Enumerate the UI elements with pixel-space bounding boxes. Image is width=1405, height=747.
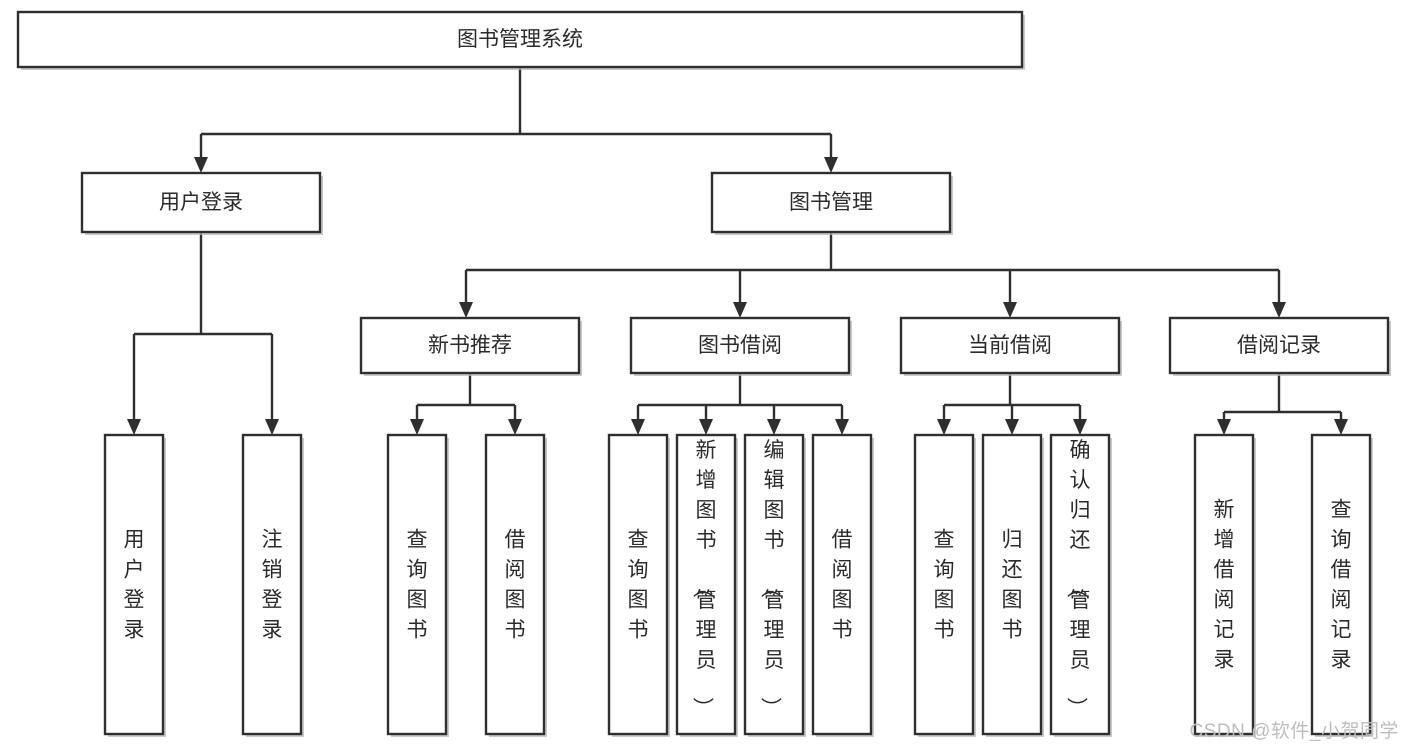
node-label: 图书管理系统 [457, 28, 583, 51]
edge-arrowhead [699, 419, 713, 435]
node-rect[interactable] [1049, 433, 1111, 736]
edge-arrowhead [824, 157, 838, 173]
node-label: 借阅记录 [1237, 334, 1321, 357]
node-label: 借阅图书 [505, 529, 526, 642]
edge-arrowhead [459, 302, 473, 318]
edge-arrowhead [127, 419, 141, 435]
node-leaf-新增借阅记录[interactable]: 新增借阅记录 [1193, 433, 1256, 737]
edge-arrowhead [265, 419, 279, 435]
edge-group [937, 373, 1087, 435]
node-rect[interactable] [1168, 316, 1390, 375]
node-level2-当前借阅[interactable]: 当前借阅 [899, 316, 1122, 376]
node-rect[interactable] [1193, 433, 1255, 736]
node-rect[interactable] [710, 171, 952, 234]
node-label: 用户登录 [124, 529, 145, 642]
node-label: 查询图书 [934, 529, 955, 642]
node-label: 新书推荐 [428, 334, 512, 357]
node-level2-新书推荐[interactable]: 新书推荐 [359, 316, 582, 376]
node-label: 查询借阅记录 [1331, 499, 1352, 672]
node-leaf-编辑图书管理员[interactable]: 编辑图书（管理员） [743, 433, 806, 737]
node-label: 查询图书 [407, 529, 428, 642]
node-rect[interactable] [241, 433, 303, 736]
node-rect[interactable] [103, 433, 165, 736]
node-rect[interactable] [743, 433, 805, 736]
node-level2-借阅记录[interactable]: 借阅记录 [1168, 316, 1391, 376]
node-label: 借阅图书 [832, 529, 853, 642]
node-rect[interactable] [1310, 433, 1372, 736]
edge-group [631, 373, 849, 435]
node-rect[interactable] [16, 10, 1024, 69]
node-leaf-确认归还管理员[interactable]: 确认归还（管理员） [1049, 433, 1112, 737]
node-label: 图书借阅 [698, 334, 782, 357]
node-rect[interactable] [386, 433, 448, 736]
edge-arrowhead [1217, 419, 1231, 435]
edges-layer [127, 67, 1348, 435]
edge-arrowhead [733, 302, 747, 318]
node-level1-用户登录[interactable]: 用户登录 [80, 171, 323, 235]
node-rect[interactable] [80, 171, 322, 234]
node-rect[interactable] [359, 316, 581, 375]
node-leaf-借阅图书[interactable]: 借阅图书 [484, 433, 547, 737]
node-label: 确认归还（管理员） [1065, 439, 1091, 718]
node-rect[interactable] [484, 433, 546, 736]
edge-arrowhead [1334, 419, 1348, 435]
node-root-图书管理系统[interactable]: 图书管理系统 [16, 10, 1025, 70]
node-label: 新增图书（管理员） [691, 439, 717, 718]
node-label: 用户登录 [159, 191, 243, 214]
node-label: 新增借阅记录 [1214, 499, 1235, 672]
edge-arrowhead [194, 157, 208, 173]
edge-arrowhead [1272, 302, 1286, 318]
watermark-label: CSDN @软件_小贺同学 [1189, 721, 1399, 742]
edge-arrowhead [410, 419, 424, 435]
node-rect[interactable] [675, 433, 737, 736]
node-leaf-查询借阅记录[interactable]: 查询借阅记录 [1310, 433, 1373, 737]
node-leaf-用户登录[interactable]: 用户登录 [103, 433, 166, 737]
node-level2-图书借阅[interactable]: 图书借阅 [629, 316, 852, 376]
edge-arrowhead [835, 419, 849, 435]
node-rect[interactable] [629, 316, 851, 375]
node-label: 归还图书 [1002, 529, 1023, 642]
node-rect[interactable] [981, 433, 1043, 736]
node-leaf-归还图书[interactable]: 归还图书 [981, 433, 1044, 737]
edge-arrowhead [631, 419, 645, 435]
node-label: 图书管理 [789, 191, 873, 214]
node-rect[interactable] [899, 316, 1121, 375]
nodes-layer: 图书管理系统用户登录图书管理新书推荐图书借阅当前借阅借阅记录用户登录注销登录查询… [16, 10, 1391, 737]
edge-arrowhead [1003, 302, 1017, 318]
node-leaf-查询图书[interactable]: 查询图书 [913, 433, 976, 737]
node-leaf-查询图书[interactable]: 查询图书 [607, 433, 670, 737]
edge-group [127, 232, 279, 435]
node-level1-图书管理[interactable]: 图书管理 [710, 171, 953, 235]
edge-arrowhead [1073, 419, 1087, 435]
edge-arrowhead [767, 419, 781, 435]
edge-arrowhead [508, 419, 522, 435]
edge-arrowhead [937, 419, 951, 435]
node-rect[interactable] [811, 433, 873, 736]
edge-group [1217, 373, 1348, 435]
node-rect[interactable] [607, 433, 669, 736]
edge-arrowhead [1005, 419, 1019, 435]
node-leaf-注销登录[interactable]: 注销登录 [241, 433, 304, 737]
node-label: 当前借阅 [968, 334, 1052, 357]
node-rect[interactable] [913, 433, 975, 736]
node-label: 注销登录 [262, 529, 283, 642]
node-leaf-新增图书管理员[interactable]: 新增图书（管理员） [675, 433, 738, 737]
node-leaf-借阅图书[interactable]: 借阅图书 [811, 433, 874, 737]
edge-group [410, 373, 522, 435]
edge-group [459, 232, 1286, 318]
edge-group [194, 67, 838, 173]
node-leaf-查询图书[interactable]: 查询图书 [386, 433, 449, 737]
node-label: 查询图书 [628, 529, 649, 642]
node-label: 编辑图书（管理员） [759, 439, 785, 718]
